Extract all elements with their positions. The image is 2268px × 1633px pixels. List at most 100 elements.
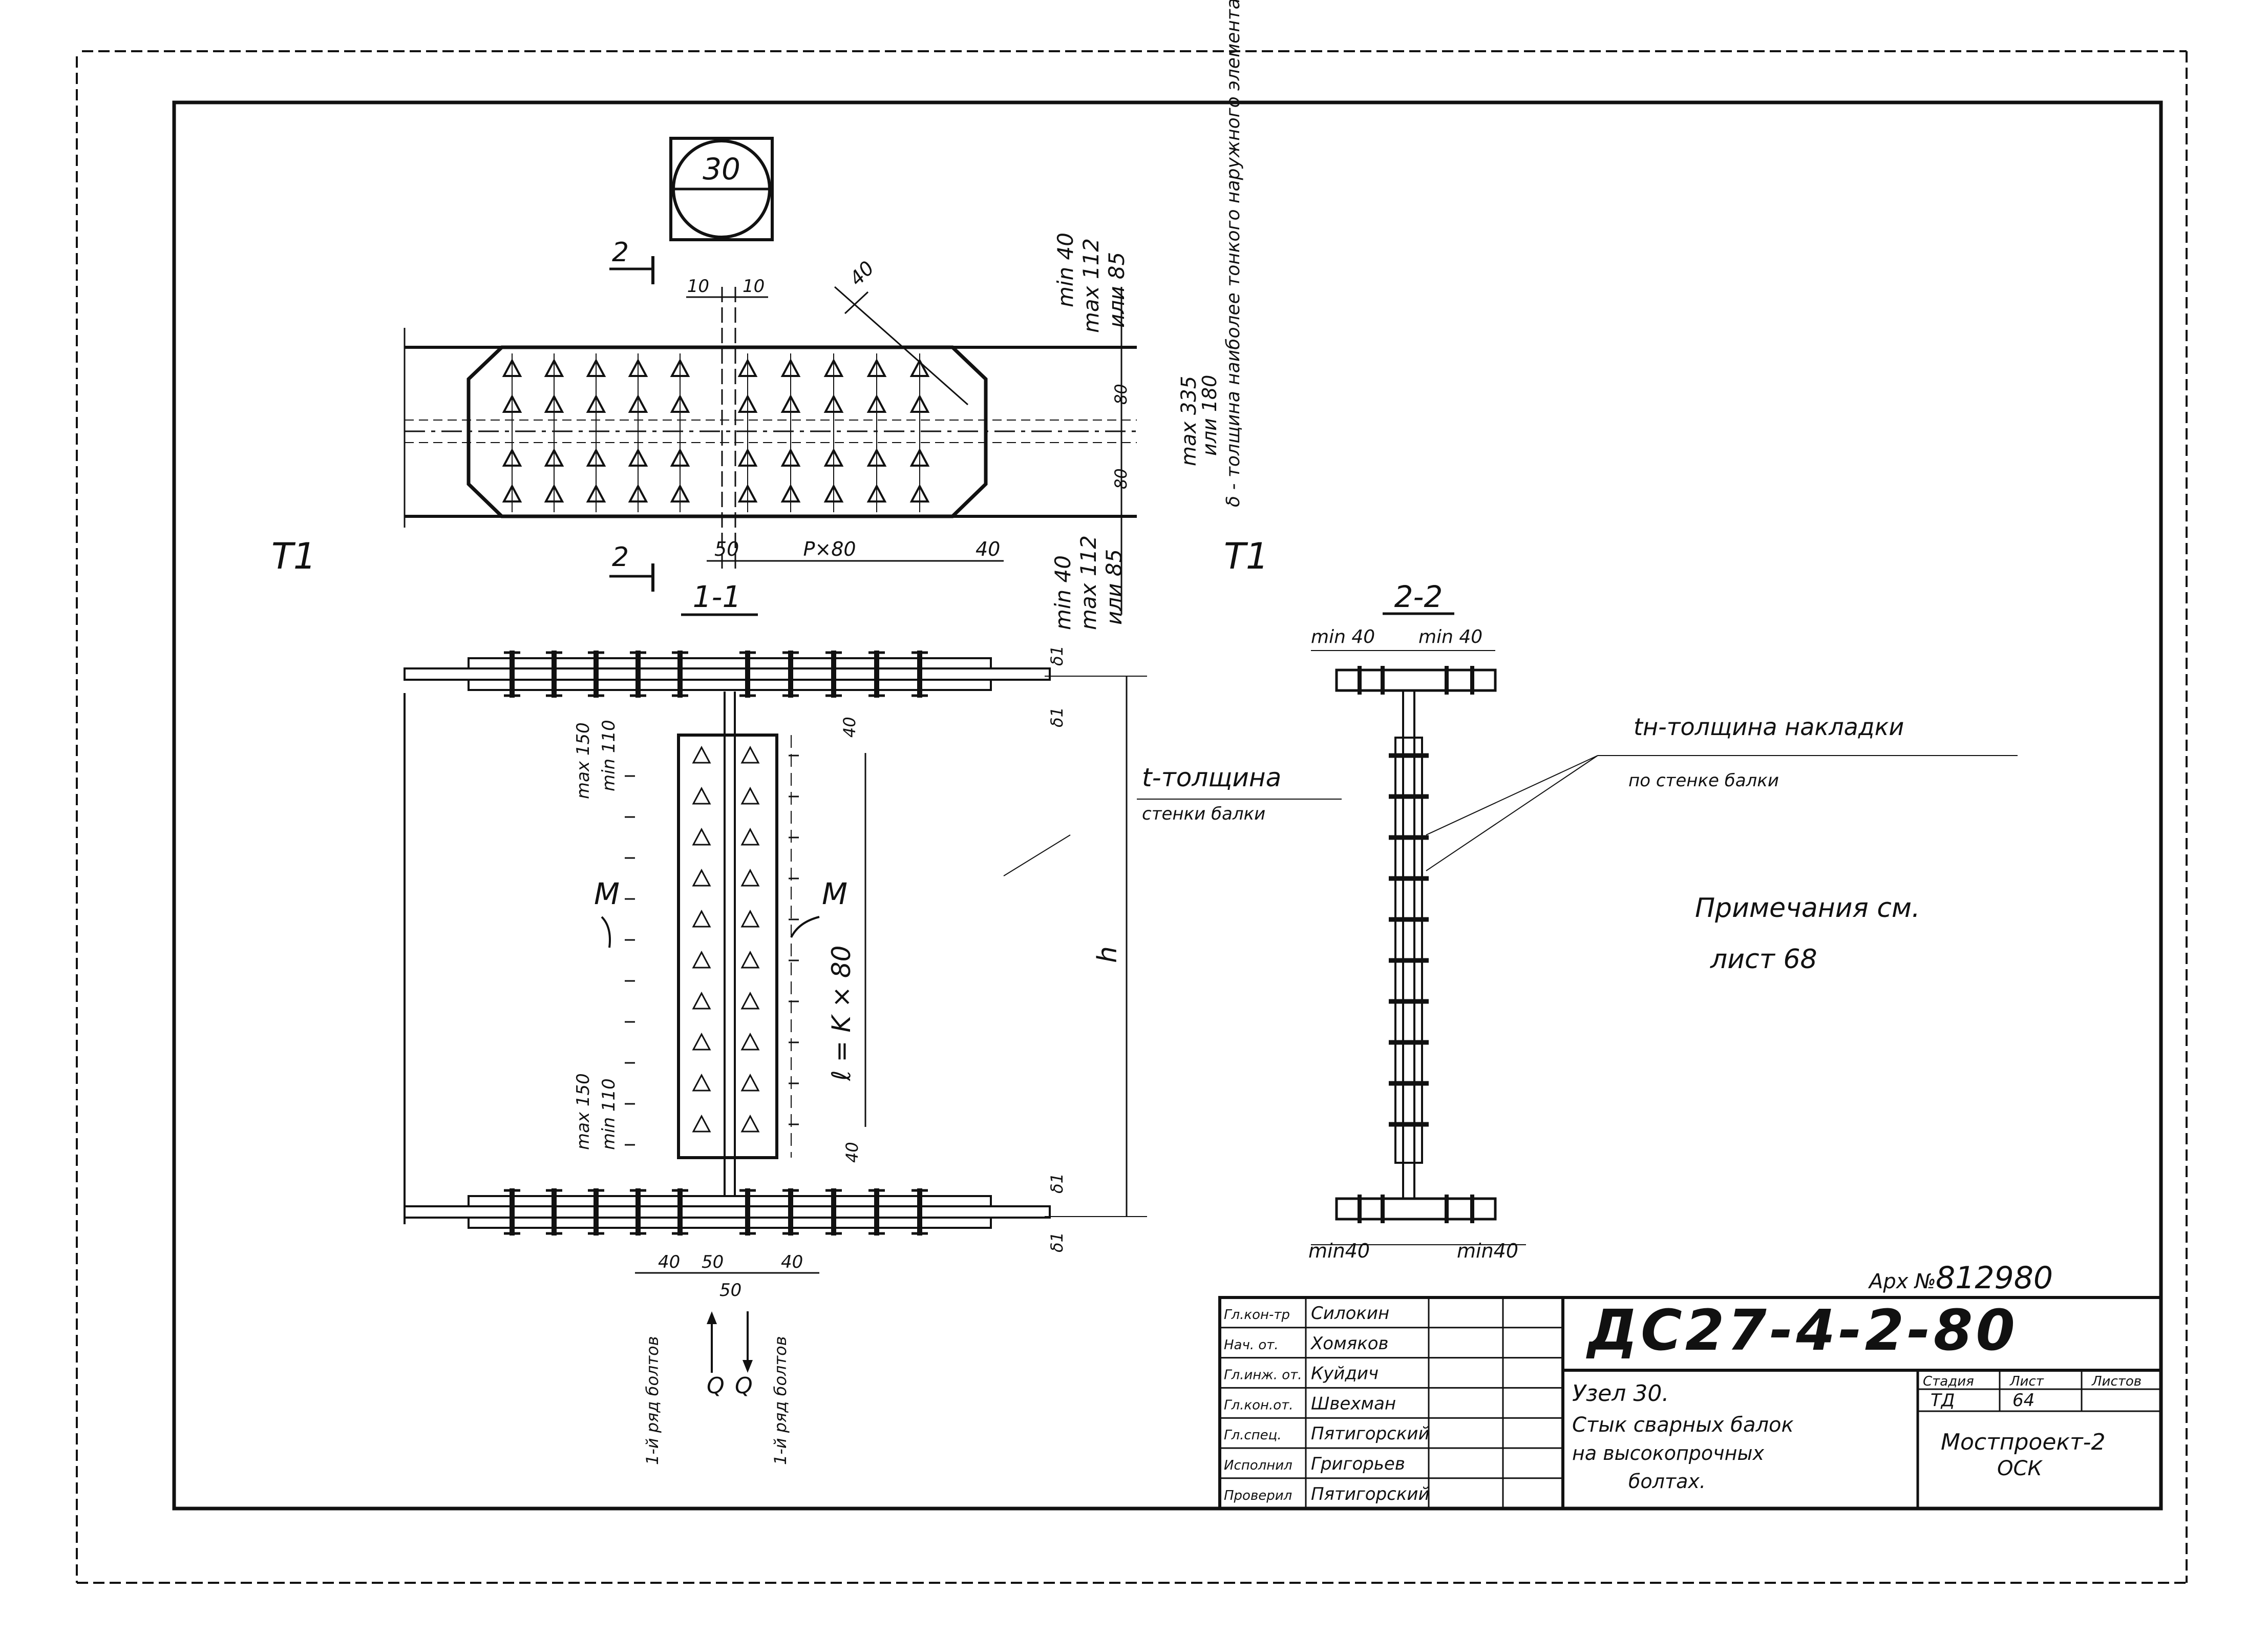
web-bolt-mark <box>740 1114 760 1133</box>
q-right: Q <box>735 1373 753 1399</box>
web-bolt-mark <box>692 868 711 887</box>
bolt-mark <box>670 484 690 503</box>
bolt-mark <box>780 394 801 413</box>
web-bolt-mark <box>740 991 760 1010</box>
web-bolt-mark <box>740 868 760 887</box>
web-bolt-mark <box>692 1032 711 1051</box>
note-t: t-толщина стенки балки <box>1003 763 1342 876</box>
dim-top-alt: или 85 <box>1104 252 1129 328</box>
bolt-mark <box>866 358 887 377</box>
org-line1: Мостпроект-2 <box>1941 1429 2105 1455</box>
web-bolt-mark <box>740 909 760 928</box>
web-bolt-mark <box>692 745 711 764</box>
bolt-mark <box>737 394 758 413</box>
bolt-mark <box>909 448 930 467</box>
dim-top-max: max 112 <box>1078 238 1104 333</box>
bolt-mark <box>823 394 844 413</box>
node-badge: 30 <box>669 137 774 241</box>
label-h: h <box>1092 946 1123 963</box>
bolt-mark <box>544 394 564 413</box>
bolt-mark <box>737 484 758 503</box>
bolt-mark <box>502 394 522 413</box>
moment-left: M <box>594 876 620 911</box>
bolt-mark <box>866 394 887 413</box>
bolt-mark <box>670 448 690 467</box>
dim-right-edge: 40 <box>976 538 1000 560</box>
dim-22-top-right: min 40 <box>1418 626 1482 647</box>
web-bolt-mark <box>692 1114 711 1133</box>
remark: Примечания см. лист 68 <box>1695 893 1920 975</box>
dim-40-right: 40 <box>781 1252 803 1272</box>
dim-corner: 40 <box>845 257 878 290</box>
moment-right: M <box>822 876 847 911</box>
signature-role: Гл.кон.от. <box>1224 1397 1294 1413</box>
note-t-line2: стенки балки <box>1142 804 1265 824</box>
signature-role: Гл.кон-тр <box>1224 1307 1290 1323</box>
bolt-mark <box>737 448 758 467</box>
bolt-mark <box>823 448 844 467</box>
signature-name: Швехман <box>1311 1393 1396 1414</box>
delta-1: δ1 <box>1047 645 1067 666</box>
doc-code: ДС27-4-2-80 <box>1586 1297 2018 1363</box>
bolt-mark <box>780 484 801 503</box>
sheets-label: Листов <box>2091 1374 2142 1389</box>
signature-role: Гл.инж. от. <box>1224 1368 1302 1383</box>
section-1-left: T1 <box>271 535 316 577</box>
web-bolt-mark <box>740 745 760 764</box>
bolt-mark <box>737 358 758 377</box>
dim-40-bot: 40 <box>842 1142 862 1163</box>
node-badge-number: 30 <box>703 152 740 186</box>
signature-name: Григорьев <box>1311 1454 1405 1474</box>
row-left: 1-й ряд болтов <box>643 1336 662 1465</box>
stage-value: ТД <box>1931 1390 1955 1411</box>
bolt-mark <box>544 484 564 503</box>
dim-22-top-left: min 40 <box>1311 626 1375 647</box>
bolt-mark <box>866 448 887 467</box>
trim-frame <box>76 50 2188 1584</box>
bolt-mark <box>586 448 606 467</box>
section-1-1: 1-1 ℓ = K × 80 40 40 max 150 min 110 max… <box>404 579 1147 1465</box>
bolt-mark <box>909 358 930 377</box>
dim-bot-max: max 112 <box>1076 535 1101 630</box>
delta-4: δ1 <box>1047 1232 1067 1252</box>
bolt-mark <box>544 448 564 467</box>
signature-name: Пятигорский <box>1311 1484 1430 1504</box>
section-2-2: 2-2 min 40 min 40 min40 min40 <box>1308 579 1526 1262</box>
title-line-2: Стык сварных балок <box>1572 1413 1794 1437</box>
bolt-mark <box>628 484 648 503</box>
section-1-right: T1 <box>1224 535 1268 577</box>
bolt-mark <box>628 358 648 377</box>
title-line-4: болтах. <box>1628 1470 1706 1493</box>
bolt-mark <box>909 394 930 413</box>
dim-top-min: min 40 <box>1053 233 1078 307</box>
web-bolt-mark <box>692 909 711 928</box>
remark-line2: лист 68 <box>1710 944 1817 975</box>
dim-50-b: 50 <box>719 1280 741 1301</box>
stage-label: Стадия <box>1923 1374 1974 1389</box>
bolt-mark <box>670 358 690 377</box>
signature-role: Исполнил <box>1224 1458 1292 1473</box>
bolt-mark <box>544 358 564 377</box>
archive-number: 812980 <box>1936 1260 2053 1296</box>
note-t-line1: t-толщина <box>1142 763 1281 792</box>
dim-left-edge: 50 <box>714 538 739 560</box>
archive-label: Арх № <box>1868 1270 1936 1293</box>
web-bolts <box>625 745 799 1146</box>
dim-max150-bot: max 150 <box>573 1073 594 1150</box>
top-view: 40 10 10 50 P×80 40 min 40 max 112 или 8… <box>404 0 1244 630</box>
web-splice-plate <box>677 734 778 1159</box>
section-2-2-bolts <box>1358 666 1474 1223</box>
signature-role: Проверил <box>1224 1488 1292 1503</box>
web-bolt-mark <box>740 786 760 805</box>
dim-max335: max 335 <box>1177 376 1201 466</box>
row-right: 1-й ряд болтов <box>771 1336 790 1465</box>
archive-stamp: Арх № 812980 <box>1868 1260 2053 1296</box>
signature-name: Хомяков <box>1310 1333 1389 1354</box>
signature-name: Пятигорский <box>1311 1423 1430 1444</box>
dim-row-a: 80 <box>1111 384 1131 405</box>
dim-row-b: 80 <box>1111 468 1131 489</box>
bolt-mark <box>502 484 522 503</box>
signature-role: Нач. от. <box>1224 1337 1279 1353</box>
bolt-mark <box>866 484 887 503</box>
